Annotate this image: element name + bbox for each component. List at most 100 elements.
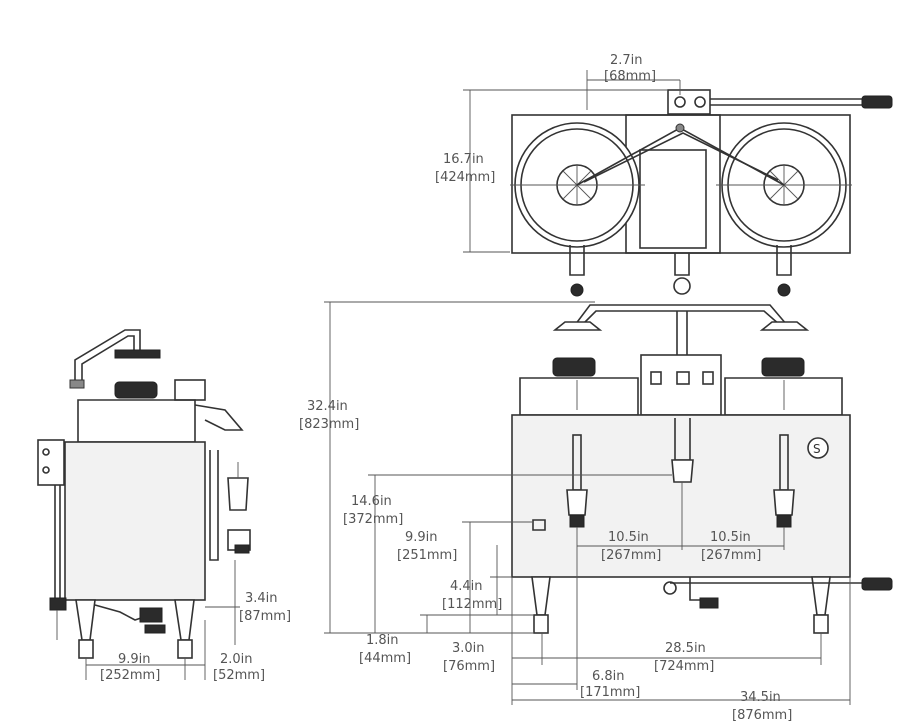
front-view-left-lid-knob <box>552 357 596 377</box>
top-view-spray-arm-inner <box>583 132 779 183</box>
faucet-height-inches: 14.6in <box>351 494 392 509</box>
top-depth-inches: 16.7in <box>443 152 484 167</box>
overall-height-inches: 32.4in <box>307 399 348 414</box>
side-view-spray-arm <box>74 329 141 380</box>
drain-height-inches: 9.9in <box>405 530 438 545</box>
center-faucet-offset-inches: 6.8in <box>592 669 625 684</box>
body-to-floor-inches: 4.4in <box>450 579 483 594</box>
side-view <box>37 329 251 659</box>
leg-span-mm: [724mm] <box>654 659 714 674</box>
front-view-left-leg <box>531 576 551 616</box>
front-view-inlet-valve-handle <box>699 597 719 609</box>
top-view-inlet-connector <box>861 95 893 109</box>
side-drain-height-inches: 3.4in <box>245 591 278 606</box>
faucet-spacing-left-inches: 10.5in <box>608 530 649 545</box>
overall-width-mm: [876mm] <box>732 708 792 723</box>
side-leg-span-mm: [252mm] <box>100 668 160 683</box>
front-view-left-faucet <box>566 489 588 516</box>
front-view-left-spray-head <box>552 321 603 331</box>
front-view-dimension-lines <box>324 301 851 705</box>
side-view-inlet-fitting <box>49 597 67 611</box>
front-view-inlet-valve <box>663 581 677 595</box>
side-view-faucet-body <box>227 477 249 511</box>
front-view-bottom-inlet-hose <box>670 577 862 601</box>
leg-height-inches: 1.8in <box>366 633 399 648</box>
front-view-spray-arm-inner <box>581 310 781 326</box>
body-to-floor-mm: [112mm] <box>442 597 502 612</box>
top-offset-mm: [68mm] <box>604 69 656 84</box>
side-drain-height-mm: [87mm] <box>239 609 291 624</box>
side-view-bracket-hole-2 <box>42 466 50 474</box>
side-view-lid-knob <box>114 381 158 399</box>
leg-span-inches: 28.5in <box>665 641 706 656</box>
side-view-faucet-tube <box>209 450 219 561</box>
front-view-spray-arm-riser <box>676 311 688 355</box>
side-leg-offset-mm: [52mm] <box>213 668 265 683</box>
front-view-right-foot <box>813 614 829 634</box>
front-view-left-faucet-valve <box>569 514 585 528</box>
side-view-right-leg <box>174 599 195 641</box>
side-view-main-body <box>64 441 206 601</box>
side-view-dimension-lines <box>85 560 240 680</box>
side-view-drain-handle <box>144 624 166 634</box>
front-view-right-faucet-valve <box>776 514 792 528</box>
top-view-center-box <box>639 149 707 249</box>
side-view-spray-head <box>114 349 161 359</box>
side-view-drain-valve <box>139 607 163 623</box>
leg-inset-inches: 3.0in <box>452 641 485 656</box>
front-view-switch-1 <box>650 371 662 385</box>
top-view-inlet-fitting-left <box>674 96 686 108</box>
front-view-bottom-inlet-connector <box>861 577 893 591</box>
front-view-left-urn-top <box>519 377 639 416</box>
drain-height-mm: [251mm] <box>397 548 457 563</box>
front-view-switch-2 <box>676 371 690 385</box>
top-offset-inches: 2.7in <box>610 53 643 68</box>
side-view-left-foot <box>78 639 94 659</box>
side-view-right-foot <box>177 639 193 659</box>
faucet-height-mm: [372mm] <box>343 512 403 527</box>
front-view-left-foot <box>533 614 549 634</box>
side-view-urn-handle <box>194 404 244 431</box>
top-view-right-faucet <box>776 245 792 276</box>
side-view-mount-bracket <box>37 439 65 486</box>
front-view-switch-3 <box>702 371 714 385</box>
side-view-spray-arm-inner <box>81 335 135 380</box>
center-faucet-offset-mm: [171mm] <box>580 685 640 700</box>
faucet-spacing-left-mm: [267mm] <box>601 548 661 563</box>
front-view-right-urn-top <box>724 377 843 416</box>
front-view-right-faucet <box>773 489 795 516</box>
top-view-center-drain <box>673 277 691 295</box>
top-view-left-faucet-handle <box>570 283 584 297</box>
front-view: S <box>511 304 893 634</box>
top-view-center-faucet <box>674 253 690 276</box>
side-view-control-box <box>174 379 206 401</box>
front-view-main-body <box>511 414 851 578</box>
front-view-center-faucet <box>671 459 694 483</box>
faucet-spacing-right-inches: 10.5in <box>710 530 751 545</box>
leg-height-mm: [44mm] <box>359 651 411 666</box>
front-view-drain-valve <box>532 519 546 531</box>
dimension-labels: 2.7in [68mm] 16.7in [424mm] 32.4in [823m… <box>100 53 792 723</box>
side-view-arm-mount <box>69 379 85 389</box>
side-view-inlet-tube <box>54 485 61 601</box>
faucet-spacing-right-mm: [267mm] <box>701 548 761 563</box>
side-leg-span-inches: 9.9in <box>118 652 151 667</box>
top-view-left-faucet <box>569 245 585 276</box>
top-view-right-faucet-handle <box>777 283 791 297</box>
top-view-inlet-fitting-right <box>694 96 706 108</box>
leg-inset-mm: [76mm] <box>443 659 495 674</box>
overall-height-mm: [823mm] <box>299 417 359 432</box>
side-leg-offset-inches: 2.0in <box>220 652 253 667</box>
front-view-right-spray-head <box>759 321 810 331</box>
top-view <box>510 89 893 297</box>
front-view-right-lid-knob <box>761 357 805 377</box>
front-view-thermostat-badge <box>807 437 829 459</box>
side-view-left-leg <box>75 599 96 641</box>
side-view-bracket-hole-1 <box>42 448 50 456</box>
overall-width-inches: 34.5in <box>740 690 781 705</box>
side-view-faucet-handle <box>234 544 250 554</box>
front-view-spray-arm <box>574 304 788 326</box>
top-view-arm-pivot <box>675 123 685 133</box>
top-view-dimension-lines <box>463 70 681 253</box>
